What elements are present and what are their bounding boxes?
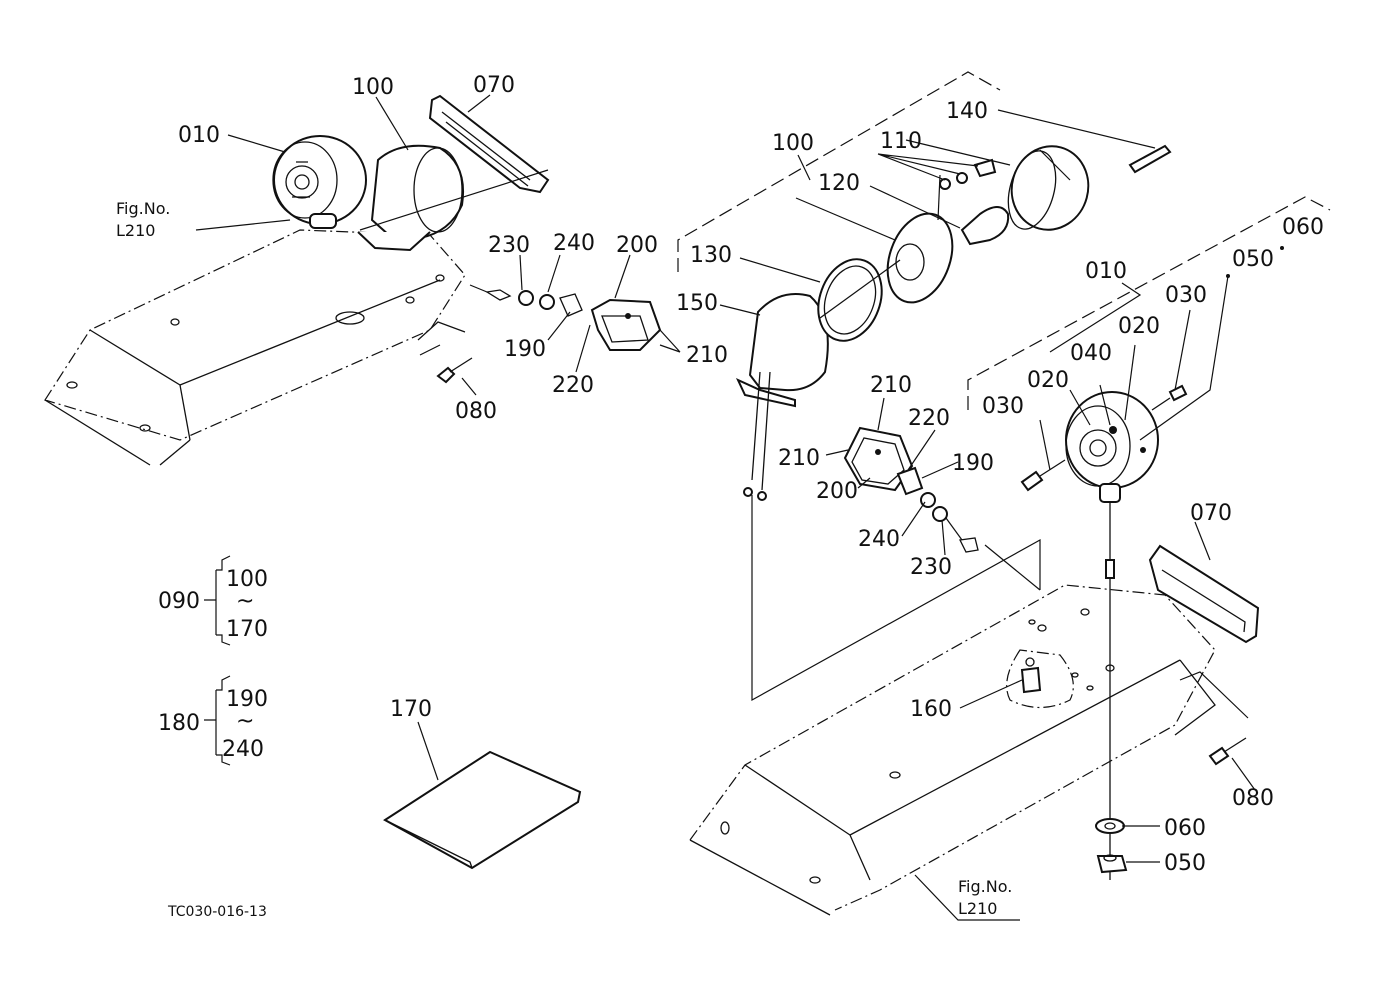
left-leaders [195,94,681,396]
group-180-to: 240 [222,737,264,762]
label-160: 160 [910,697,952,722]
right-harness-lines [751,495,1041,702]
stud-160 [1020,657,1042,694]
label-230-right: 230 [910,555,952,580]
fig-ref-left-title: Fig.No. [116,199,170,218]
fig-reference-right: Fig.No. L210 [958,877,1012,918]
group-090-bracket [204,555,231,646]
label-200-right: 200 [816,479,858,504]
group-180-bracket [204,675,231,766]
label-150: 150 [676,291,718,316]
right-head-lamp-010 [1065,391,1159,880]
right-turn-signal-parts [843,426,1041,591]
right-lamp-dashed-frame [677,71,1331,410]
label-240-left: 240 [553,231,595,256]
label-070-right: 070 [1190,501,1232,526]
fig-ref-right-title: Fig.No. [958,877,1012,896]
label-190-right: 190 [952,451,994,476]
label-190-left: 190 [504,337,546,362]
label-080-right: 080 [1232,786,1274,811]
fig-ref-left-number: L210 [116,221,155,240]
label-170: 170 [390,697,432,722]
label-130: 130 [690,243,732,268]
label-100-right: 100 [772,131,814,156]
label-020-lower: 020 [1027,368,1069,393]
right-screw-080 [1179,671,1249,766]
label-110: 110 [880,129,922,154]
group-090-id: 090 [158,589,200,614]
label-210-right-mid: 210 [778,446,820,471]
group-180-id: 180 [158,711,200,736]
right-screws-030 [1020,384,1188,492]
label-200-left: 200 [616,233,658,258]
group-labels: 090 100 ~ 170 180 190 ~ 240 [158,567,268,762]
label-100-left: 100 [352,75,394,100]
label-240-right: 240 [858,527,900,552]
label-220-left: 220 [552,373,594,398]
lamp-rim-140 [1007,144,1172,231]
labels: 010 100 070 230 240 200 190 220 210 080 … [178,73,1324,876]
left-lamp-housing-100 [357,144,464,252]
gasket-130 [817,258,883,342]
left-reflector-070 [428,94,550,194]
washer-060-nut-050 [1095,818,1128,874]
label-230-left: 230 [488,233,530,258]
left-fender-panel [44,229,466,466]
group-090-tilde: ~ [236,589,254,614]
right-reflector-070 [1148,544,1260,644]
socket-plate-120 [819,212,954,319]
label-080-left: 080 [455,399,497,424]
right-leaders [417,109,1284,921]
bulb-110 [939,158,1010,246]
label-050-top: 050 [1232,247,1274,272]
group-180-from: 190 [226,687,268,712]
label-040: 040 [1070,341,1112,366]
label-030-upper: 030 [1165,283,1207,308]
fig-reference-left: Fig.No. L210 [116,199,170,240]
left-head-lamp-010 [272,135,367,229]
label-030-lower: 030 [982,394,1024,419]
label-120: 120 [818,171,860,196]
label-210-left: 210 [686,343,728,368]
group-090-to: 170 [226,617,268,642]
label-210-right-top: 210 [870,373,912,398]
right-fender-panel [689,584,1216,916]
label-060-top: 060 [1282,215,1324,240]
fig-ref-right-number: L210 [958,899,997,918]
label-010-left: 010 [178,123,220,148]
booklet-170 [383,750,582,870]
label-220-right: 220 [908,406,950,431]
label-010-right: 010 [1085,259,1127,284]
label-020-upper: 020 [1118,314,1160,339]
left-screw-080 [417,321,473,384]
label-070-left: 070 [473,73,515,98]
drawing-code: TC030-016-13 [167,904,267,920]
group-090-from: 100 [226,567,268,592]
label-140: 140 [946,99,988,124]
left-turn-signal-parts [469,284,662,351]
label-050-bottom: 050 [1164,851,1206,876]
group-180-tilde: ~ [236,709,254,734]
label-060-bottom: 060 [1164,816,1206,841]
